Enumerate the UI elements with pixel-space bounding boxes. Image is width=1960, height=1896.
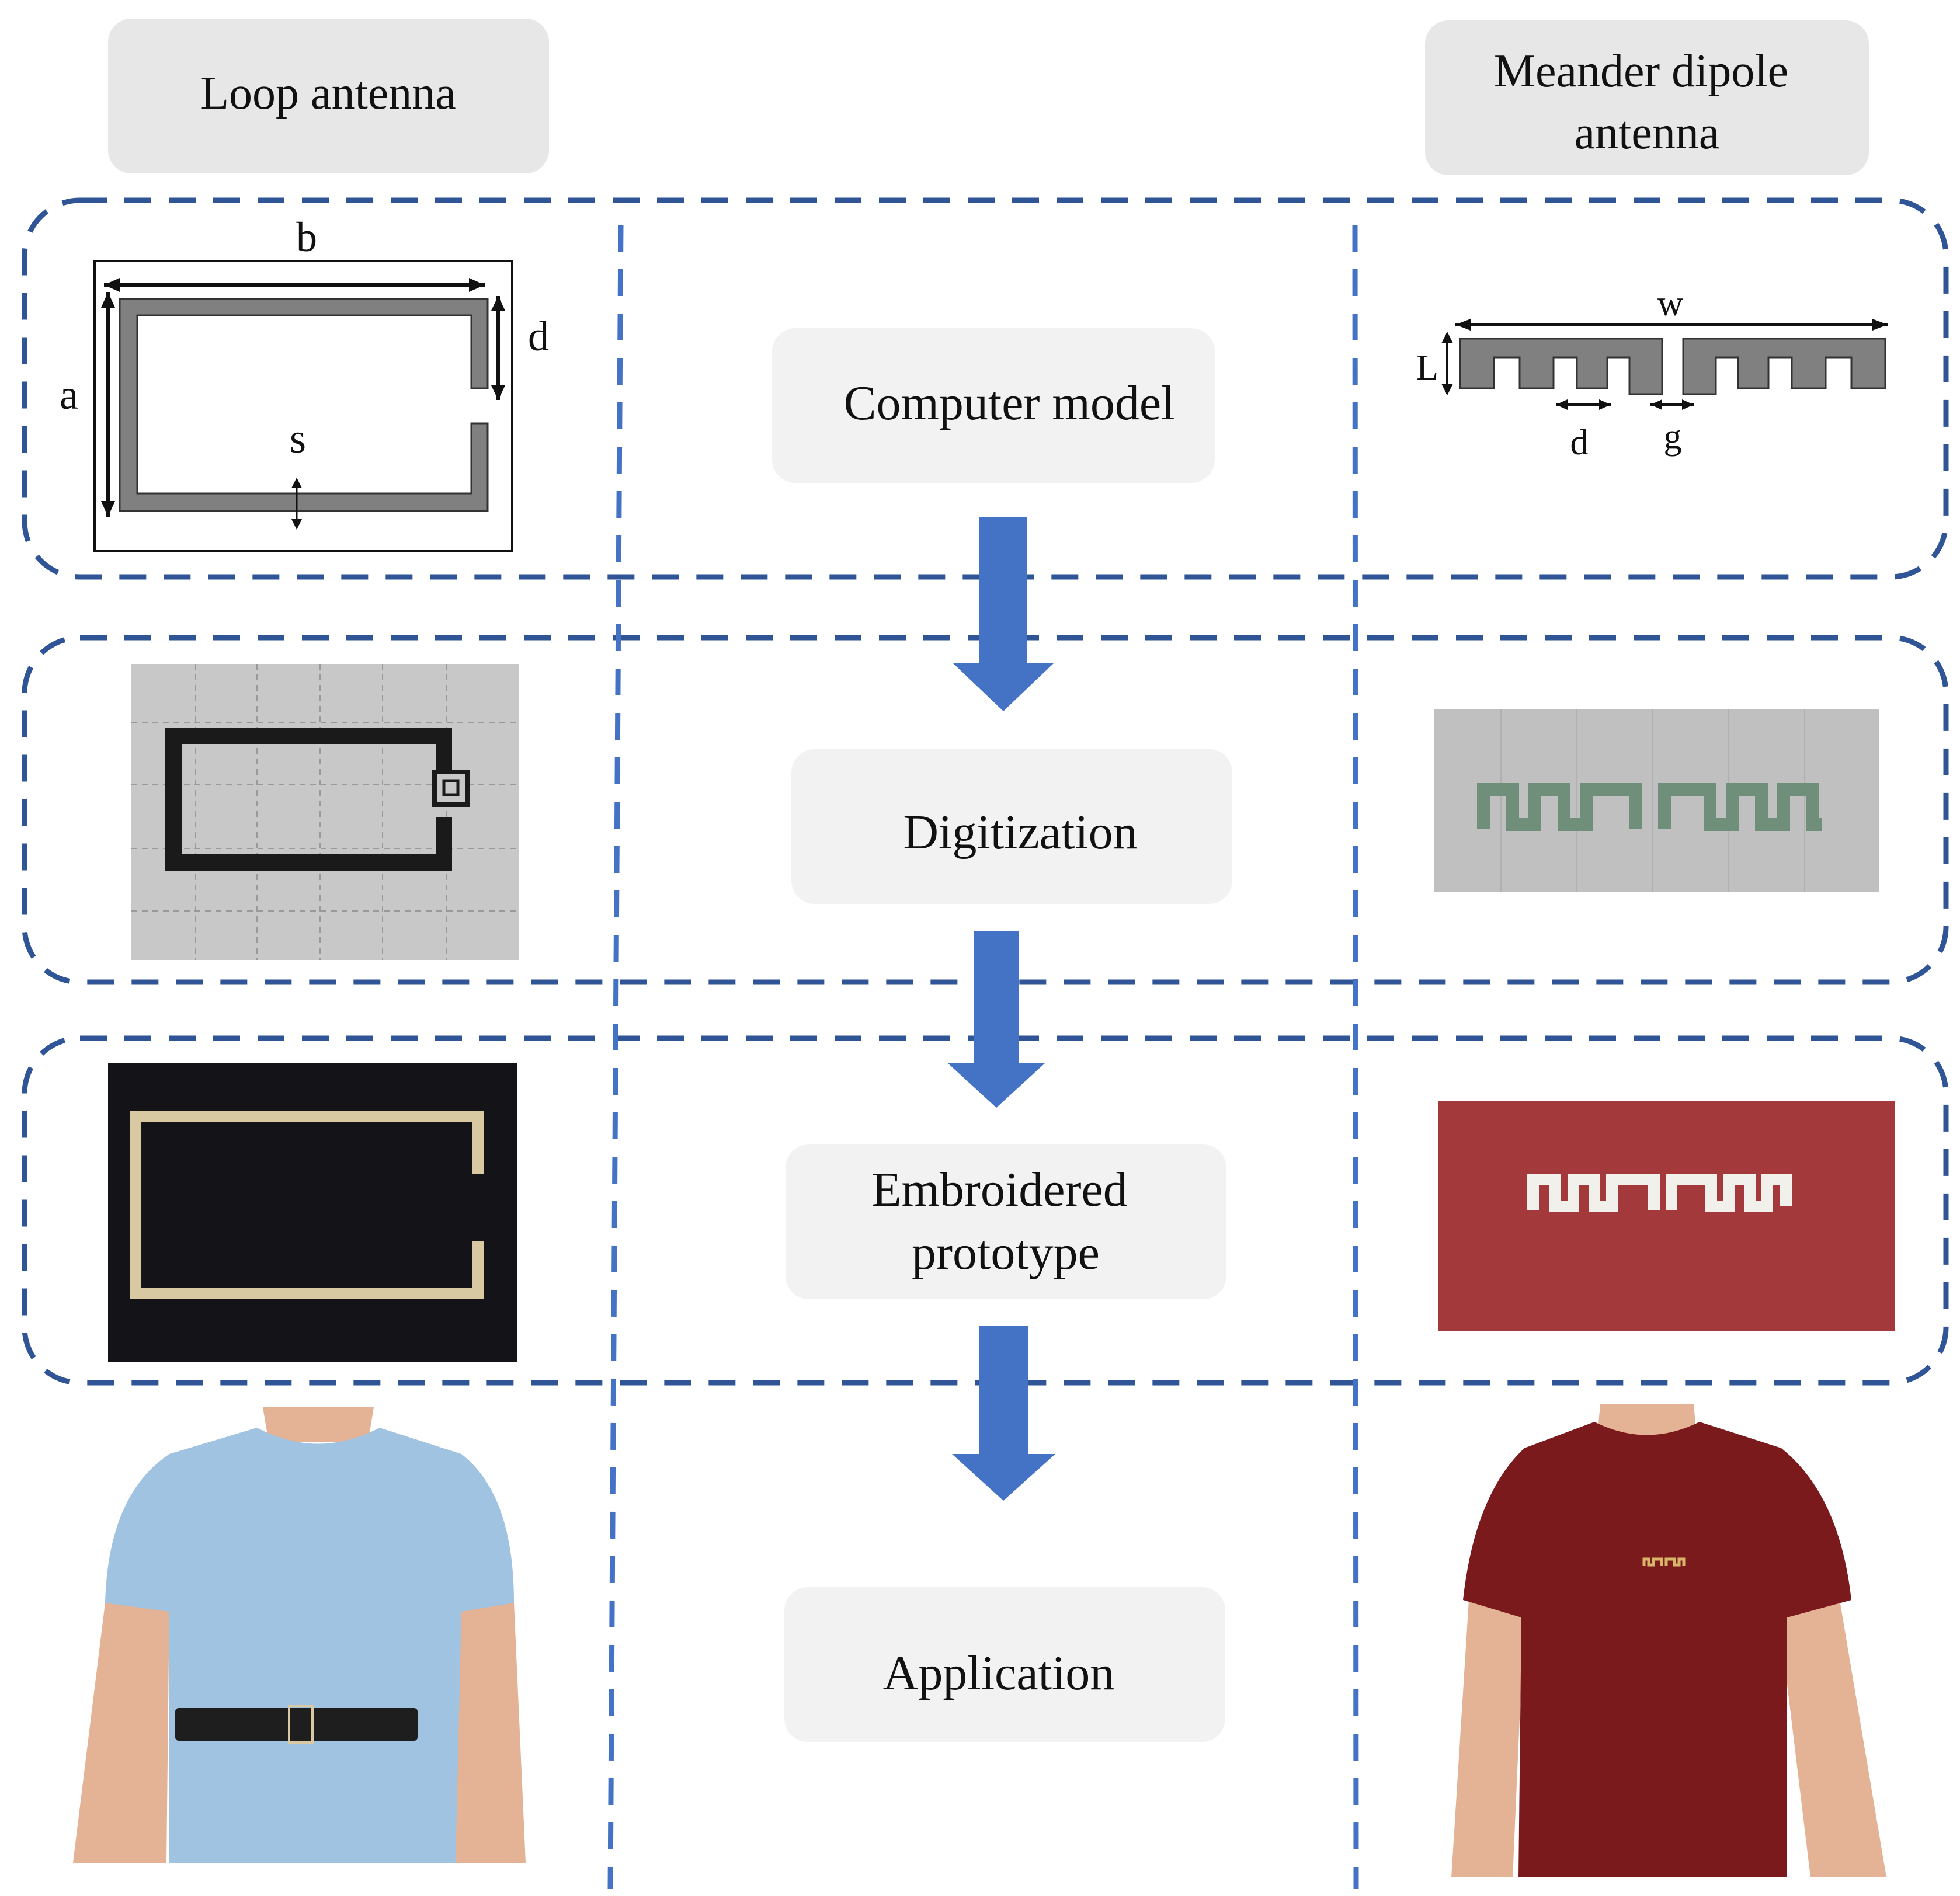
mannequin-arm-right <box>450 1603 526 1863</box>
column-separator-left <box>607 224 624 1890</box>
meander-embroidered-image <box>1438 1101 1895 1331</box>
meander-embroidered-thread <box>1527 1174 1792 1212</box>
right-column-title: Meander dipole antenna <box>1494 46 1800 159</box>
loop-dim-s: s <box>290 415 306 462</box>
belt-antenna-tag <box>288 1705 314 1744</box>
column-separator-right <box>1352 224 1359 1890</box>
left-column-title: Loop antenna <box>200 68 456 119</box>
loop-embroidered-thread <box>130 1111 484 1299</box>
meander-digitization-image <box>1434 709 1879 892</box>
loop-feed-pad <box>432 770 470 807</box>
shirt-meander-antenna <box>1642 1557 1686 1567</box>
meander-dim-g: g <box>1664 417 1682 457</box>
blue-tshirt <box>105 1428 514 1863</box>
stage-digitization: Digitization <box>791 749 1232 904</box>
loop-dim-a: a <box>60 371 78 418</box>
flow-arrows <box>947 517 1055 1501</box>
meander-dim-d: d <box>1570 423 1589 462</box>
flow-arrow-3 <box>952 1326 1055 1501</box>
meander-trace-right <box>1682 338 1886 395</box>
meander-dim-w: w <box>1657 284 1684 323</box>
loop-digitization-image <box>131 664 519 960</box>
meander-antenna-model: w L d g <box>1416 284 1888 462</box>
red-tshirt <box>1463 1422 1851 1877</box>
flow-arrow-2 <box>947 931 1045 1108</box>
stage-computer-model: Computer model <box>772 328 1215 483</box>
mannequin2-neck <box>1597 1404 1697 1436</box>
mannequin2-arm-right <box>1778 1600 1886 1877</box>
column-separators <box>607 224 1359 1890</box>
stage-label-computer-model: Computer model <box>844 376 1175 430</box>
right-title-line-1: Meander dipole <box>1494 46 1788 97</box>
left-column-header: Loop antenna <box>108 19 549 173</box>
loop-trace <box>119 298 489 512</box>
flow-arrow-1 <box>953 517 1054 711</box>
stage-label-application: Application <box>883 1646 1115 1700</box>
right-title-line-2: antenna <box>1575 107 1720 159</box>
loop-digitized-stitch <box>165 728 452 871</box>
stage-label-embroidered-line-1: Embroidered <box>871 1163 1128 1217</box>
stage-embroidered-prototype: Embroidered prototype <box>786 1144 1226 1299</box>
meander-digitized-stitch <box>1477 783 1822 831</box>
meander-dim-L: L <box>1416 348 1438 388</box>
loop-embroidered-image <box>108 1063 517 1362</box>
stage-label-embroidered-line-2: prototype <box>912 1226 1100 1280</box>
mannequin2-arm-left <box>1451 1600 1524 1877</box>
stage-application: Application <box>784 1587 1225 1742</box>
loop-antenna-model: b a d s <box>60 214 549 552</box>
right-column-header: Meander dipole antenna <box>1425 20 1869 175</box>
red-shirt-mannequin <box>1451 1404 1886 1877</box>
stage-label-embroidered: Embroidered prototype <box>871 1163 1140 1280</box>
loop-dim-d: d <box>528 313 549 360</box>
mannequin-neck <box>263 1407 374 1442</box>
blue-shirt-mannequin <box>73 1407 526 1863</box>
stage-label-digitization: Digitization <box>903 805 1137 860</box>
meander-trace-left <box>1459 338 1663 395</box>
loop-dim-b: b <box>296 214 317 260</box>
chest-belt <box>175 1708 418 1741</box>
mannequin-arm-left <box>73 1603 169 1863</box>
